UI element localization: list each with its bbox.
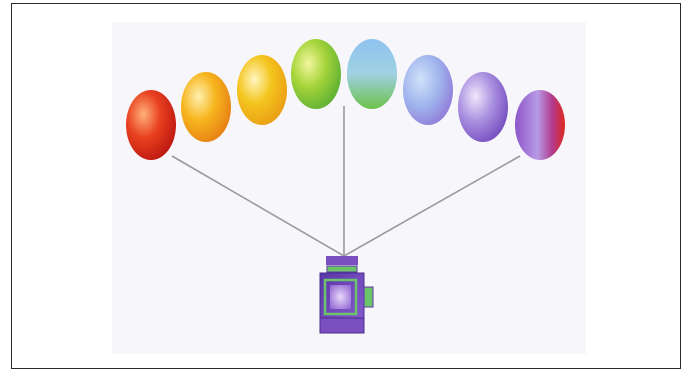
line-to-red-bulb: [172, 156, 344, 256]
camera-icon: [320, 256, 373, 333]
bulb-row: [126, 39, 565, 160]
camera-top-cap: [326, 256, 358, 265]
bulb-lavender: [403, 55, 453, 125]
bulb-purple-red: [515, 90, 565, 160]
bulb-blue-green: [347, 39, 397, 109]
camera-side-grip: [364, 287, 373, 307]
bulb-orange: [181, 72, 231, 142]
line-to-purple-red-bulb: [344, 156, 520, 256]
bulb-violet: [458, 72, 508, 142]
camera-lens: [330, 285, 351, 309]
bulb-yellow: [237, 55, 287, 125]
camera-top-accent: [327, 266, 357, 272]
bulb-green: [291, 39, 341, 109]
bulb-red: [126, 90, 176, 160]
camera-bottom-plate: [320, 318, 364, 333]
